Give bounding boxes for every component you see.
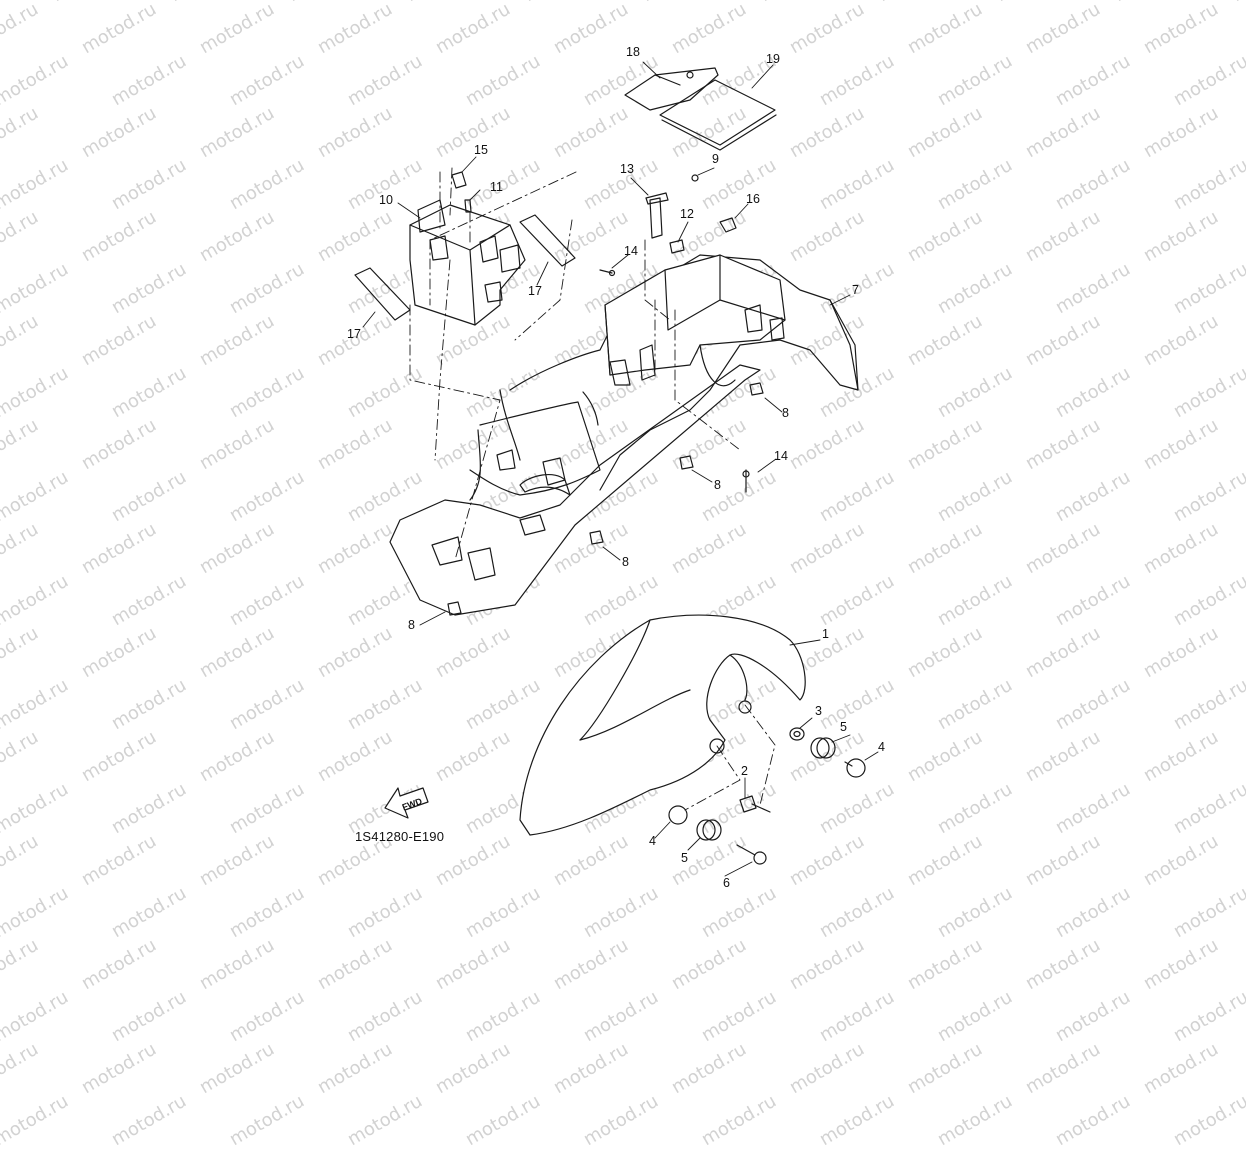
watermark-text: motod.ru [668, 1038, 751, 1099]
callout-2: 2 [741, 764, 748, 778]
watermark-text: motod.ru [78, 934, 161, 995]
fwd-arrow-icon: FWD [384, 787, 429, 819]
bracket-part-13 [645, 192, 669, 239]
watermark-text: motod.ru [196, 934, 279, 995]
grommet-part-5-lower [696, 819, 722, 841]
watermark-text: motod.ru [78, 1038, 161, 1099]
watermark-text: motod.ru [816, 986, 899, 1047]
callout-10: 10 [379, 193, 393, 207]
callout-16: 16 [746, 192, 760, 206]
callout-17-right: 17 [528, 284, 542, 298]
watermark-text: motod.ru [550, 934, 633, 995]
bolt-part-16 [719, 217, 737, 233]
watermark-text: motod.ru [904, 934, 987, 995]
owners-manual-part-19 [659, 79, 777, 151]
bolt-part-2 [739, 795, 771, 813]
nut-part-8-set [447, 382, 764, 616]
watermark-text: motod.ru [226, 1090, 309, 1150]
callout-6: 6 [723, 876, 730, 890]
collar-part-4-upper [844, 758, 866, 778]
nut-part-9 [691, 174, 699, 182]
watermark-text: motod.ru [816, 1090, 899, 1150]
watermark-text: motod.ru [1052, 986, 1135, 1047]
grommet-part-5-upper [810, 737, 836, 759]
watermark-text: motod.ru [786, 1038, 869, 1099]
watermark-text: motod.ru [698, 986, 781, 1047]
watermark-text: motod.ru [344, 1090, 427, 1150]
watermark-text: motod.ru [432, 934, 515, 995]
watermark-text: motod.ru [432, 1038, 515, 1099]
watermark-text: motod.ru [1140, 1038, 1223, 1099]
callout-5-upper: 5 [840, 720, 847, 734]
watermark-text: motod.ru [1170, 1090, 1246, 1150]
screw-part-6 [736, 844, 767, 865]
watermark-text: motod.ru [934, 986, 1017, 1047]
watermark-text: motod.ru [1022, 1038, 1105, 1099]
watermark-text: motod.ru [698, 1090, 781, 1150]
watermark-text: motod.ru [196, 1038, 279, 1099]
drawing-code: 1S41280-E190 [355, 829, 445, 844]
manual-bag-part-18 [624, 67, 719, 111]
watermark-text: motod.ru [580, 986, 663, 1047]
callout-5-lower: 5 [681, 851, 688, 865]
watermark-text: motod.ru [1140, 934, 1223, 995]
watermark-text: motod.ru [314, 934, 397, 995]
callout-18: 18 [626, 45, 640, 59]
watermark-text: motod.ru [462, 986, 545, 1047]
diagram-drawing: FWD [354, 61, 879, 877]
leader-lines [362, 61, 879, 877]
callout-19: 19 [766, 52, 780, 66]
bolt-part-15 [451, 171, 467, 189]
watermark-text: motod.ru [1052, 1090, 1135, 1150]
watermark-text: motod.ru [0, 986, 73, 1047]
watermark-text: motod.ru [668, 934, 751, 995]
watermark-text: motod.ru [108, 1090, 191, 1150]
watermark-text: motod.ru [550, 1038, 633, 1099]
callout-8-b: 8 [714, 478, 721, 492]
callout-11: 11 [490, 180, 503, 194]
assembly-lines [409, 167, 776, 811]
callout-13: 13 [620, 162, 634, 176]
callout-4-upper: 4 [878, 740, 885, 754]
rear-fender-part-7 [389, 254, 859, 616]
callout-12: 12 [680, 207, 694, 221]
callout-15: 15 [474, 143, 488, 157]
rivet-part-14-top [599, 269, 616, 277]
watermark-text: motod.ru [0, 934, 43, 995]
watermark-text: motod.ru [226, 986, 309, 1047]
battery-box-part-10 [409, 199, 526, 326]
watermark-text: motod.ru [904, 1038, 987, 1099]
callout-8-c: 8 [622, 555, 629, 569]
washer-part-3 [789, 727, 805, 741]
callout-9: 9 [712, 152, 719, 166]
front-fender-part-1 [519, 614, 806, 836]
watermark-text: motod.ru [314, 1038, 397, 1099]
watermark-text: motod.ru [0, 1038, 43, 1099]
callout-8-a: 8 [782, 406, 789, 420]
watermark-text: motod.ru [580, 1090, 663, 1150]
rubber-strip-part-17-left [354, 267, 411, 321]
callout-17-left: 17 [347, 327, 361, 341]
bolt-part-11 [464, 199, 472, 213]
clip-part-12 [669, 239, 685, 254]
watermark-text: motod.ru [1170, 986, 1246, 1047]
callout-1: 1 [822, 627, 829, 641]
rubber-strip-part-17-right [519, 214, 576, 267]
callout-8-d: 8 [408, 618, 415, 632]
callout-14-top: 14 [624, 244, 638, 258]
watermark-text: motod.ru [786, 934, 869, 995]
watermark-text: motod.ru [462, 1090, 545, 1150]
rivet-part-14-right [742, 469, 750, 493]
callout-14-right: 14 [774, 449, 788, 463]
watermark-text: motod.ru [1022, 934, 1105, 995]
callout-4-lower: 4 [649, 834, 656, 848]
callout-7: 7 [852, 283, 859, 297]
watermark-text: motod.ru [934, 1090, 1017, 1150]
watermark-text: motod.ru [0, 1090, 73, 1150]
watermark-text: motod.ru [344, 986, 427, 1047]
callout-3: 3 [815, 704, 822, 718]
collar-part-4-lower [668, 805, 688, 825]
watermark-text: motod.ru [108, 986, 191, 1047]
